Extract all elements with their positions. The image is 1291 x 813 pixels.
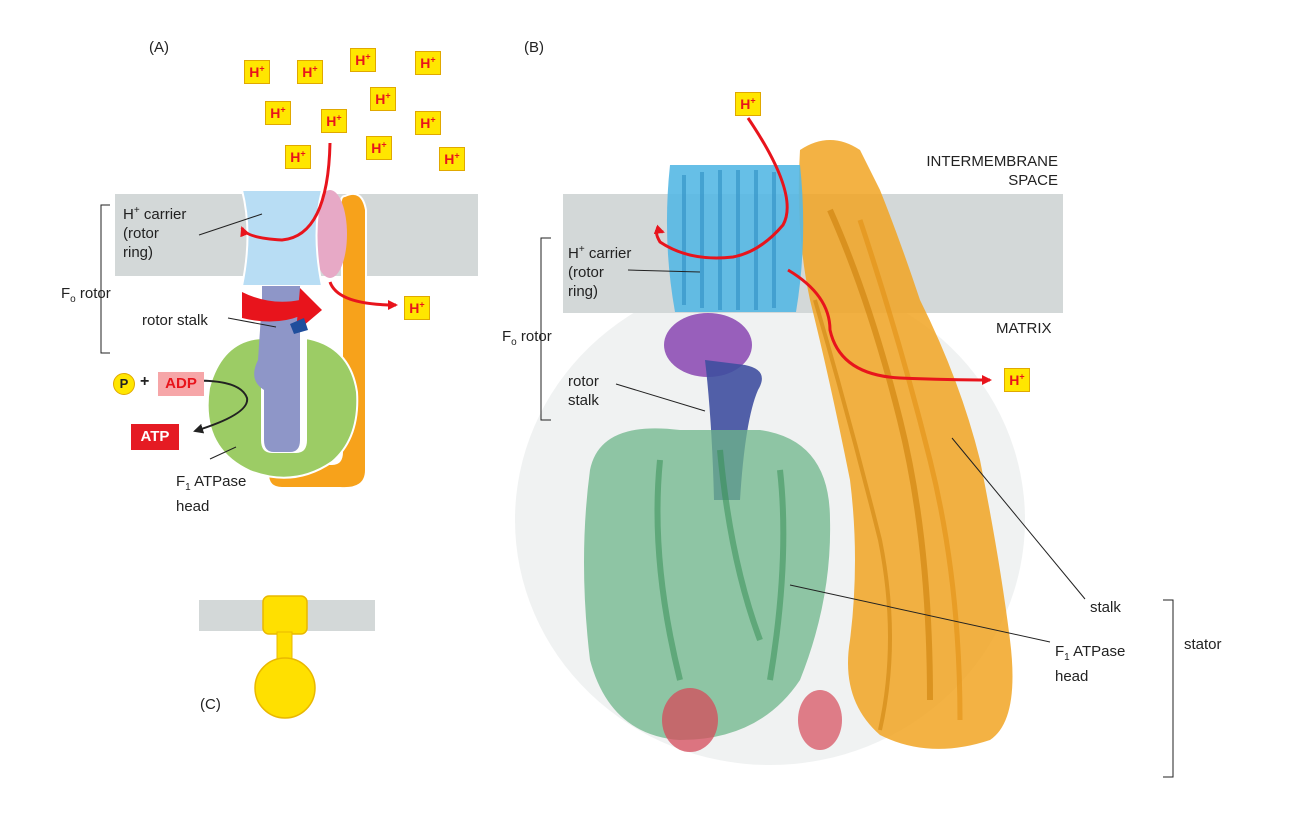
panel-label-b: (B): [524, 39, 544, 56]
rotor-purple-b: [664, 313, 752, 377]
phosphate-circle: P: [113, 373, 135, 395]
rotor-stalk-label-b: rotor stalk: [568, 373, 599, 409]
proton-box: H+: [244, 60, 270, 84]
rotation-arrow-a: [242, 292, 300, 322]
panel-b-structure: [515, 117, 1174, 778]
panel-label-a: (A): [149, 39, 169, 56]
f1-head-a: [206, 336, 359, 479]
proton-box: H+: [370, 87, 396, 111]
proton-box: H+: [321, 109, 347, 133]
head-leader-b: [789, 584, 1051, 643]
proton-box-exit-a: H+: [404, 296, 430, 320]
head-leader-a: [209, 446, 237, 460]
subunit-a-a: [313, 190, 347, 278]
proton-exit-b: [787, 268, 992, 385]
proton-box: H+: [350, 48, 376, 72]
stalk-leader-a: [227, 317, 277, 328]
rotor-ring-a: [240, 189, 324, 287]
panel-c-icon: [199, 595, 375, 719]
carrier-leader-b: [627, 269, 701, 273]
proton-box: H+: [415, 111, 441, 135]
proton-box: H+: [285, 145, 311, 169]
proton-path-a: [240, 142, 332, 242]
atp-chip: ATP: [131, 424, 179, 450]
rotor-stalk-leader-b: [615, 383, 706, 412]
proton-box-exit-b: H+: [1004, 368, 1030, 392]
carrier-leader-a: [198, 213, 263, 236]
stator-label-b: stator: [1184, 636, 1222, 653]
panel-label-c: (C): [200, 696, 221, 713]
rotor-stalk-a: [254, 286, 300, 452]
head-c: [254, 657, 316, 719]
fo-rotor-label-a: Fo rotor: [61, 285, 111, 305]
f1-head-label-b: F1 ATPase head: [1055, 643, 1126, 685]
matrix-label: MATRIX: [996, 320, 1052, 337]
proton-path-b: [653, 117, 789, 260]
proton-box: H+: [439, 147, 465, 171]
fo-bracket-a: [100, 204, 110, 354]
rotor-stalk-label-a: rotor stalk: [142, 312, 208, 329]
carrier-label-b: H+ carrier (rotor ring): [568, 244, 632, 300]
fo-box-c: [262, 595, 308, 635]
intermembrane-label: INTERMEMBRANE SPACE: [926, 153, 1058, 189]
synthesis-arrow-a: [184, 379, 249, 434]
red-subunit-right-b: [798, 690, 842, 750]
carrier-label-a: H+ carrier (rotor ring): [123, 205, 187, 261]
proton-box: H+: [265, 101, 291, 125]
f1-head-label-a: F1 ATPase head: [176, 473, 247, 515]
stalk-leader-b: [951, 437, 1086, 600]
proton-box: H+: [415, 51, 441, 75]
proton-box-entry-b: H+: [735, 92, 761, 116]
proton-box: H+: [297, 60, 323, 84]
red-subunit-left-b: [662, 688, 718, 752]
blue-link-a: [290, 318, 308, 334]
panel-a-schematic: [100, 142, 478, 490]
stator-bracket-b: [1163, 599, 1174, 778]
adp-chip: ADP: [158, 372, 204, 396]
fo-bracket-b: [540, 237, 551, 421]
proton-box: H+: [366, 136, 392, 160]
proton-exit-a: [328, 281, 398, 310]
stalk-label-b: stalk: [1090, 599, 1121, 616]
fo-rotor-label-b: Fo rotor: [502, 328, 552, 348]
plus-sign: +: [140, 373, 150, 390]
f1-head-b: [584, 428, 831, 740]
